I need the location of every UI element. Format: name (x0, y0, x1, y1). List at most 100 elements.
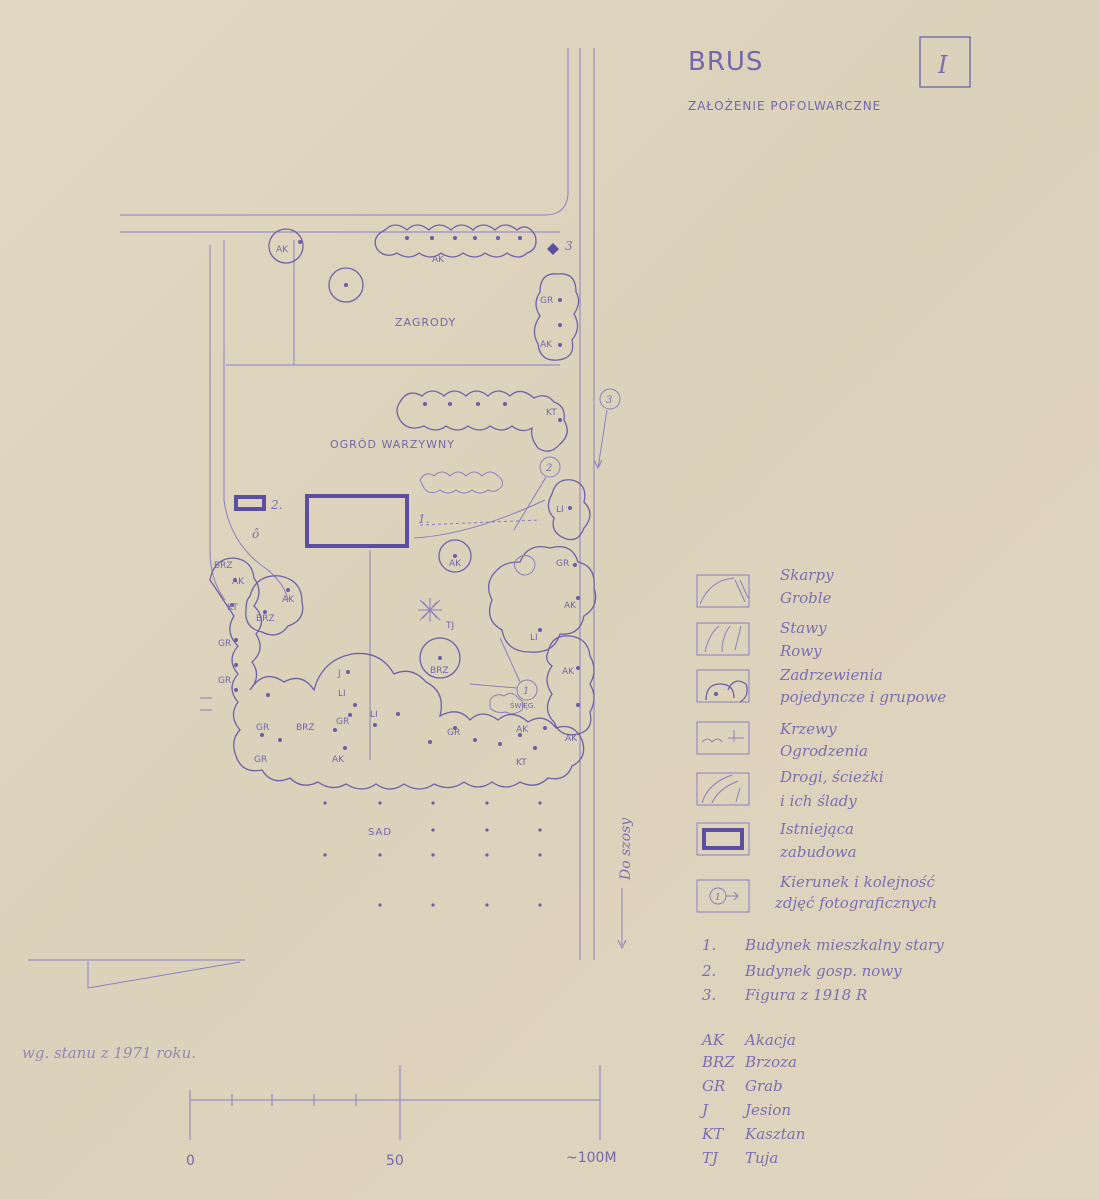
legend: 1 (696, 574, 750, 913)
building-num: 1. (702, 936, 716, 954)
legend-item-label: Rowy (779, 642, 822, 660)
tree-label: GR (336, 717, 349, 727)
map-subtitle: ZAŁOŻENIE POFOLWARCZNE (688, 98, 881, 113)
tree-label: BRZ (430, 666, 449, 676)
photo-markers: 3 2 1 ŚWIĘG. (469, 388, 621, 710)
tree-label: LI (530, 633, 538, 643)
road-label: Do szosy (618, 817, 634, 881)
species-labels: AK AK GR AK KT LI GR AK LI AK AK TJ BRZ … (214, 245, 578, 768)
roads (120, 48, 595, 960)
tree-label: GR (540, 296, 553, 306)
tree-label: J (337, 669, 341, 679)
scale-bar: 0 50 ~100M (186, 1065, 617, 1169)
tree-label: AK (449, 559, 462, 569)
tree-label: GR (254, 755, 267, 765)
sheet-number-box (919, 36, 971, 88)
scale-mid: 50 (386, 1153, 404, 1169)
legend-item-label: Krzewy (779, 720, 837, 738)
tree-label: AK (432, 255, 445, 265)
species-name: Akacja (743, 1031, 796, 1049)
species-name: Kasztan (744, 1125, 805, 1143)
scale-end: ~100M (566, 1150, 617, 1166)
orchard-trees (323, 801, 542, 907)
tree-label: LI (338, 689, 346, 699)
species-code: BRZ (701, 1053, 735, 1071)
legend-item-label: Drogi, ścieżki (779, 768, 884, 786)
legend-labels: Skarpy Groble Stawy Rowy Zadrzewienia po… (774, 566, 946, 912)
species-code: KT (701, 1125, 724, 1143)
tree-label: KT (227, 603, 238, 613)
swieta-label: ŚWIĘG. (510, 701, 536, 710)
tree-label: LI (370, 710, 378, 720)
tree-label: AK (332, 755, 345, 765)
species-name: Grab (745, 1077, 783, 1095)
tree-label: AK (282, 595, 295, 605)
tree-label: AK (540, 340, 553, 350)
building-1-label: 1. (418, 512, 429, 526)
building-desc: Figura z 1918 R (744, 986, 867, 1004)
tree-label: TJ (445, 621, 454, 631)
building-list: 1. Budynek mieszkalny stary 2. Budynek g… (701, 936, 944, 1004)
tree-label: GR (218, 676, 231, 686)
scale-zero: 0 (186, 1153, 195, 1169)
legend-item-label: Zadrzewienia (779, 666, 883, 684)
species-name: Jesion (742, 1101, 791, 1119)
photo-marker-1: 1 (523, 686, 529, 697)
tree-label: KT (516, 758, 527, 768)
legend-item-label: Ogrodzenia (780, 742, 868, 760)
building-num: 3. (702, 986, 716, 1004)
tree-label: GR (256, 723, 269, 733)
building-1-old-house (305, 494, 409, 548)
legend-item-label: Istniejąca (779, 820, 854, 838)
species-name: Tuja (745, 1149, 778, 1167)
species-name: Brzoza (744, 1053, 797, 1071)
tree-label: BRZ (256, 614, 275, 624)
tree-label: GR (218, 639, 231, 649)
area-ogrod: OGRÓD WARZYWNY (330, 438, 455, 451)
legend-item-label: Groble (780, 589, 832, 607)
photo-marker-3: 3 (606, 395, 612, 406)
legend-item-label: Stawy (780, 619, 827, 637)
building-desc: Budynek gosp. nowy (744, 962, 902, 980)
area-sad: SAD (368, 827, 392, 838)
tree-label: BRZ (214, 561, 233, 571)
species-code: J (699, 1101, 709, 1119)
svg-text:1: 1 (715, 893, 721, 903)
tree-label: AK (232, 577, 245, 587)
building-2-new-farm (234, 495, 266, 511)
sheet-number: I (937, 51, 948, 79)
state-note: wg. stanu z 1971 roku. (22, 1044, 196, 1062)
tree-label: AK (516, 725, 529, 735)
tree-points (230, 236, 580, 750)
figure-3-label: 3 (565, 239, 573, 253)
map-title: BRUS (688, 47, 763, 77)
building-2-label: 2. (270, 498, 282, 512)
tree-label: KT (546, 408, 557, 418)
north-arrow (28, 959, 245, 989)
area-zagrody: ZAGRODY (395, 316, 456, 329)
tree-label: AK (276, 245, 289, 255)
tree-label: LI (556, 505, 564, 515)
figure-3-symbol (547, 243, 559, 255)
photo-marker-2: 2 (545, 463, 552, 474)
tree-label: GR (447, 728, 460, 738)
species-code: AK (700, 1031, 725, 1049)
tree-label: BRZ (296, 723, 315, 733)
legend-item-label: i ich ślady (780, 792, 857, 810)
legend-item-label: Skarpy (780, 566, 834, 584)
building-desc: Budynek mieszkalny stary (744, 936, 944, 954)
species-list: AK Akacja BRZ Brzoza GR Grab J Jesion KT… (699, 1031, 805, 1167)
legend-item-label: zabudowa (779, 843, 857, 861)
legend-item-label: zdjęć fotograficznych (774, 894, 937, 912)
legend-item-label: pojedyncze i grupowe (780, 688, 946, 706)
species-code: GR (702, 1077, 725, 1095)
tree-label: AK (562, 667, 575, 677)
species-code: TJ (702, 1149, 719, 1167)
legend-item-label: Kierunek i kolejność (779, 873, 936, 891)
tree-groups (209, 224, 597, 790)
tree-label: AK (565, 734, 578, 744)
building-num: 2. (701, 962, 716, 980)
tuja-symbol (418, 598, 442, 622)
